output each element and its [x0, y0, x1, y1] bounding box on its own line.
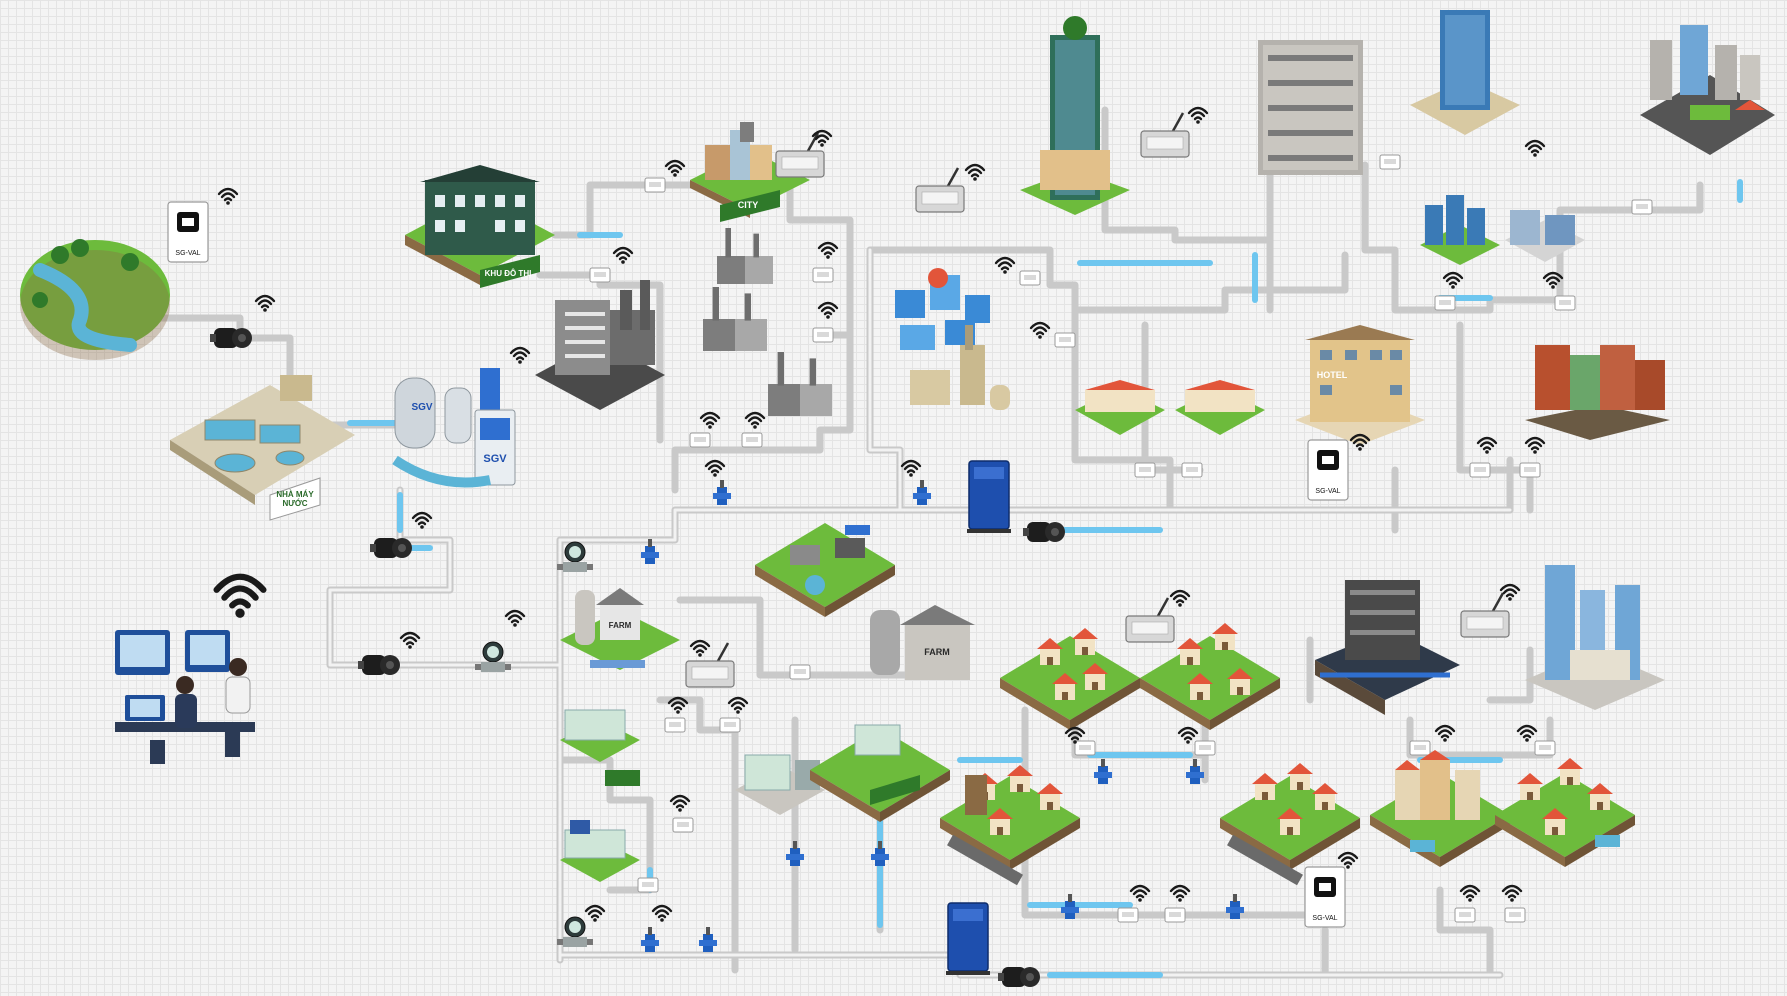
underground-utility-building — [1315, 580, 1460, 715]
downtown-block — [1640, 25, 1775, 155]
river-source — [20, 239, 170, 360]
glass-tower — [1410, 10, 1520, 135]
glass-towers-plaza — [1525, 565, 1665, 710]
office-building — [535, 280, 665, 410]
green-skyscraper — [1020, 16, 1130, 215]
greenhouse-2 — [560, 820, 640, 882]
valve-1 — [704, 459, 731, 505]
refinery — [910, 325, 1010, 410]
apartment-building — [1258, 40, 1363, 175]
grey-factory — [703, 287, 767, 351]
svg-text:FARM: FARM — [609, 621, 632, 630]
street-suburb-1 — [940, 765, 1080, 886]
pump-4 — [1023, 522, 1065, 542]
pump-1 — [210, 328, 252, 348]
water-flow-segments — [347, 179, 1743, 978]
sg-val-controller: SG-VAL — [167, 187, 239, 263]
row-houses-2 — [1175, 380, 1265, 435]
gateway-2 — [914, 163, 986, 214]
valve-4 — [641, 927, 659, 952]
brick-townhouses — [1525, 345, 1670, 440]
svg-text:SG-VAL: SG-VAL — [175, 250, 200, 257]
colorful-suburb — [1495, 758, 1635, 867]
svg-text:KHU ĐÔ THỊ: KHU ĐÔ THỊ — [485, 269, 532, 278]
greenhouse-1 — [560, 709, 640, 786]
sg-val-controller-3: SG-VAL — [1304, 851, 1359, 928]
chemical-plant — [768, 352, 832, 416]
svg-text:HOTEL: HOTEL — [1317, 370, 1348, 380]
svg-text:SGV: SGV — [411, 402, 432, 413]
green-farm-block — [810, 724, 950, 822]
street-suburb-2 — [1220, 763, 1360, 886]
sgv-filtration-unit: SGV SGV — [392, 346, 531, 488]
gateway-5 — [1124, 589, 1191, 644]
valve-7 — [871, 841, 889, 866]
hotel-building: HOTEL — [1295, 325, 1425, 445]
svg-text:FARM: FARM — [924, 647, 950, 657]
apartment-park — [1370, 750, 1510, 867]
water-tank-1 — [966, 460, 1012, 534]
valve-9 — [1186, 759, 1204, 784]
sg-val-controller-2: SG-VAL — [1307, 433, 1371, 501]
svg-text:SGV: SGV — [483, 453, 507, 465]
urban-villa-building: KHU ĐÔ THỊ — [405, 165, 555, 288]
blue-office-campus — [1505, 210, 1585, 262]
valve-6 — [786, 841, 804, 866]
gateway-1 — [774, 129, 833, 179]
farm-barn: FARM — [560, 588, 680, 670]
greenhouse-complex — [735, 754, 825, 815]
pump-3 — [358, 655, 400, 675]
svg-text:CITY: CITY — [738, 200, 759, 210]
valve-5 — [699, 927, 717, 952]
operator-control-room — [115, 577, 263, 764]
svg-text:SG-VAL: SG-VAL — [1315, 488, 1340, 495]
farm-silo-factory: FARM — [870, 605, 975, 680]
water-tank-2 — [945, 902, 991, 976]
green-towers — [1420, 195, 1500, 265]
row-houses-1 — [1075, 380, 1165, 435]
brick-factory — [717, 228, 773, 284]
pump-2 — [370, 538, 412, 558]
gateway-4 — [684, 639, 736, 689]
eco-farm-island — [755, 523, 895, 617]
gateway-6 — [1459, 583, 1521, 639]
valve-8 — [1094, 759, 1112, 784]
industrial-complex — [895, 268, 990, 350]
suburb-1 — [1000, 628, 1140, 730]
valve-2 — [900, 459, 931, 505]
gateway-3 — [1139, 106, 1209, 159]
pump-5 — [998, 967, 1040, 987]
svg-text:SG-VAL: SG-VAL — [1312, 915, 1337, 922]
